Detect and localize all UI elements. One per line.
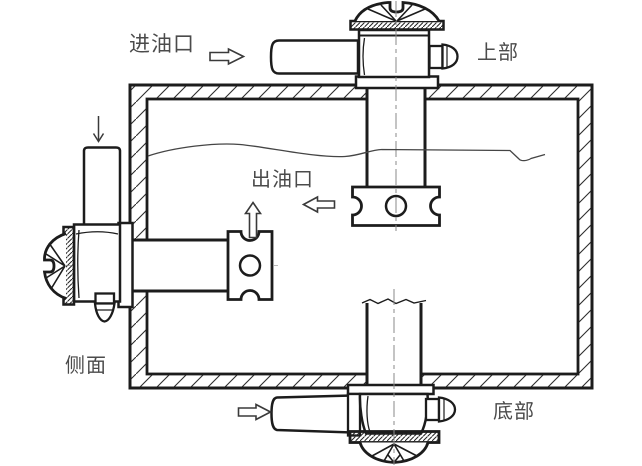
arrow-left-icon — [301, 195, 336, 214]
side-breather-assembly — [42, 146, 282, 323]
arrow-up-icon — [243, 201, 263, 239]
breather-cap-icon — [353, 1, 441, 22]
label-side-port: 侧面 — [65, 355, 107, 377]
plug-icon — [93, 302, 116, 323]
top-breather-assembly — [349, 1, 459, 231]
label-oil-inlet: 进油口 — [129, 33, 195, 56]
bottom-breather-assembly — [346, 289, 457, 465]
label-oil-outlet: 出油口 — [251, 169, 314, 191]
plug-icon — [437, 396, 457, 423]
inlet-pipe-top — [269, 39, 360, 75]
oil-level-line — [147, 143, 546, 162]
arrow-down-icon — [92, 116, 105, 143]
plug-icon — [441, 43, 459, 70]
arrow-right-icon — [237, 403, 273, 421]
arrow-right-icon — [209, 47, 246, 66]
label-bottom-port: 底部 — [493, 401, 535, 423]
tank-wall — [128, 83, 594, 390]
side-feed-pipe — [82, 146, 122, 224]
label-top-port: 上部 — [477, 42, 519, 64]
inlet-pipe-bottom — [270, 394, 354, 434]
breather-cap-icon — [42, 232, 67, 300]
pipe-break-line — [361, 298, 427, 305]
